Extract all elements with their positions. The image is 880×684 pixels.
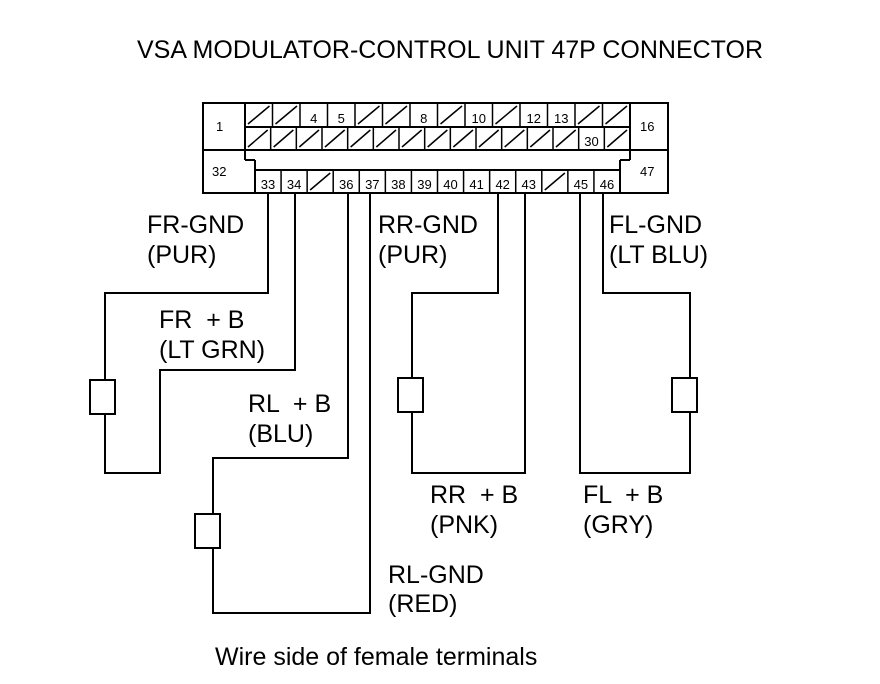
row1-cavity-blank — [247, 105, 270, 125]
wire-fr-gnd — [104, 193, 269, 380]
pin-30: 30 — [584, 134, 598, 149]
row3-cavity-33: 33 — [261, 177, 275, 192]
label-fl-gnd-name: FL-GND — [609, 211, 702, 239]
diagram-title: VSA MODULATOR-CONTROL UNIT 47P CONNECTOR — [137, 36, 763, 64]
row1-cavity-blank — [574, 103, 600, 127]
pin-36: 36 — [339, 177, 353, 192]
row2-cavity-blank — [346, 127, 371, 150]
row2-cavity-blank — [552, 127, 577, 150]
label-fl-gnd-color: (LT BLU) — [609, 241, 708, 269]
row1-cavity-10: 10 — [464, 103, 486, 127]
pin-40: 40 — [443, 177, 457, 192]
pin-34: 34 — [287, 177, 301, 192]
label-fl-b-name: FL + B — [583, 481, 663, 509]
row3-cavity-42: 42 — [488, 170, 510, 193]
row3-cavity-40: 40 — [436, 170, 458, 193]
pin-12: 12 — [527, 111, 541, 126]
row1-cavity-blank — [271, 103, 298, 127]
pin-42: 42 — [495, 177, 509, 192]
row1-cavity-8: 8 — [409, 103, 427, 127]
pin-41: 41 — [469, 177, 483, 192]
row2-cavity-blank — [526, 127, 551, 150]
wire-rr-gnd — [411, 193, 499, 378]
row1-cavity-blank — [491, 103, 518, 127]
label-fr-b-name: FR + B — [159, 306, 244, 334]
terminal-rl — [194, 513, 221, 549]
pin-39: 39 — [417, 177, 431, 192]
wire-rl-b — [212, 193, 349, 514]
pin-33: 33 — [261, 177, 275, 192]
row3-cavity-34: 34 — [280, 170, 301, 193]
row1-cavity-blank — [381, 103, 408, 127]
row3-cavity-39: 39 — [410, 170, 432, 193]
wire-rl-gnd — [212, 193, 371, 614]
diagram-caption: Wire side of female terminals — [215, 643, 537, 671]
row3-cavity-38: 38 — [384, 170, 406, 193]
label-fr-gnd-color: (PUR) — [147, 241, 216, 269]
wire-fl-gnd — [602, 193, 691, 378]
label-fl-b-color: (GRY) — [583, 511, 653, 539]
row2-cavity-blank — [423, 127, 448, 150]
label-rr-b-color: (PNK) — [430, 511, 498, 539]
row1-cavity-12: 12 — [519, 103, 541, 127]
row3-cavity-41: 41 — [462, 170, 484, 193]
pin-32: 32 — [212, 164, 226, 179]
wire-fr-b — [104, 193, 296, 474]
label-rl-b-name: RL + B — [248, 390, 331, 418]
row1-cavity-blank — [354, 103, 380, 127]
row3-cavity-37: 37 — [358, 170, 380, 193]
row2-cavity-blank — [295, 127, 320, 150]
label-fr-b-color: (LT GRN) — [159, 336, 265, 364]
row2-cavity-blank — [372, 127, 397, 150]
pin-5: 5 — [338, 111, 345, 126]
row3-cavity-blank — [541, 170, 566, 193]
terminal-rr — [397, 377, 424, 413]
terminal-fr — [89, 379, 116, 415]
label-rr-b-name: RR + B — [430, 481, 518, 509]
wire-rr-b — [411, 193, 526, 474]
row2-cavity-blank — [449, 127, 474, 150]
row2-cavity-30: 30 — [577, 127, 599, 150]
label-fr-gnd-name: FR-GND — [147, 211, 244, 239]
row3-cavity-45: 45 — [567, 170, 588, 193]
label-rl-gnd-color: (RED) — [388, 590, 457, 618]
wire-fl-b — [579, 193, 691, 474]
pin-46: 46 — [600, 177, 614, 192]
row3-cavity-blank — [306, 170, 331, 193]
row3-cavity-46: 46 — [593, 170, 614, 193]
pin-37: 37 — [365, 177, 379, 192]
row1-cavity-4: 4 — [299, 103, 317, 127]
row2-cavity-blank — [269, 127, 294, 150]
row2-cavity-blank — [475, 127, 500, 150]
row2-cavity-blank — [500, 127, 525, 150]
row3-cavity-43: 43 — [514, 170, 536, 193]
pin-10: 10 — [472, 111, 486, 126]
row2-cavity-blank — [398, 127, 423, 150]
pin-47: 47 — [640, 164, 654, 179]
row1-cavity-blank — [601, 103, 628, 127]
pin-45: 45 — [574, 177, 588, 192]
pin-13: 13 — [554, 111, 568, 126]
row1-cavity-5: 5 — [326, 103, 345, 127]
pin-4: 4 — [310, 111, 317, 126]
label-rl-gnd-name: RL-GND — [388, 561, 484, 589]
row1-cavity-blank — [436, 103, 463, 127]
terminal-fl — [671, 377, 698, 413]
row2-cavity-blank — [321, 127, 346, 150]
label-rr-gnd-name: RR-GND — [378, 211, 478, 239]
label-rl-b-color: (BLU) — [248, 420, 313, 448]
pin-16: 16 — [640, 119, 654, 134]
pin-8: 8 — [420, 111, 427, 126]
row2-cavity-blank — [603, 127, 628, 150]
pin-43: 43 — [522, 177, 536, 192]
row3-cavity-36: 36 — [332, 170, 353, 193]
row1-cavity-13: 13 — [546, 103, 568, 127]
pin-38: 38 — [391, 177, 405, 192]
row2-cavity-blank — [247, 129, 269, 148]
pin-1: 1 — [216, 119, 223, 134]
label-rr-gnd-color: (PUR) — [378, 241, 447, 269]
